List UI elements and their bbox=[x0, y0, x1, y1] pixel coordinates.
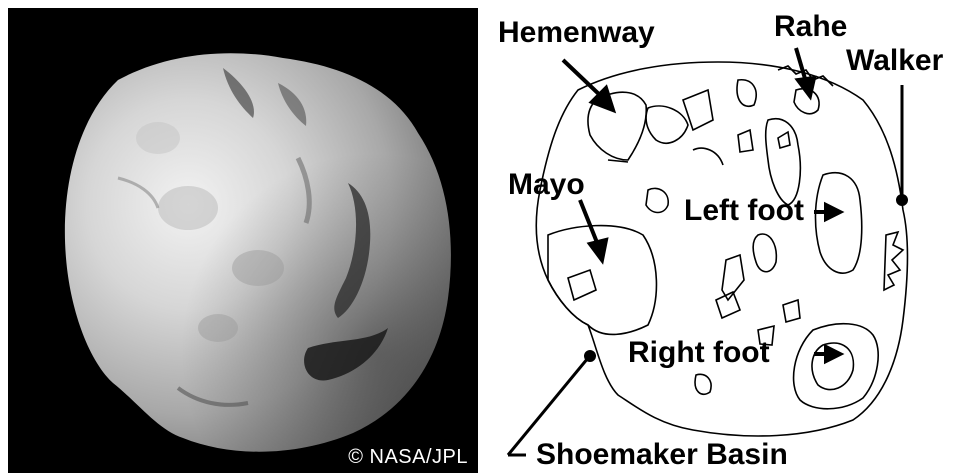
label-shoemaker-basin: Shoemaker Basin bbox=[536, 438, 788, 471]
label-mayo: Mayo bbox=[508, 168, 585, 201]
label-rahe: Rahe bbox=[774, 10, 848, 43]
label-right-foot: Right foot bbox=[628, 336, 770, 369]
nucleus-photo-panel: © NASA/JPL bbox=[8, 8, 478, 473]
label-left-foot: Left foot bbox=[684, 194, 804, 227]
nucleus-photo bbox=[8, 8, 478, 473]
outline-drawing bbox=[506, 47, 909, 457]
label-walker: Walker bbox=[846, 44, 944, 77]
nucleus-outline bbox=[535, 61, 909, 437]
photo-credit: © NASA/JPL bbox=[348, 446, 468, 468]
label-hemenway: Hemenway bbox=[498, 16, 655, 49]
annotated-drawing-panel: Hemenway Rahe Walker Mayo Left foot Righ… bbox=[478, 0, 956, 473]
